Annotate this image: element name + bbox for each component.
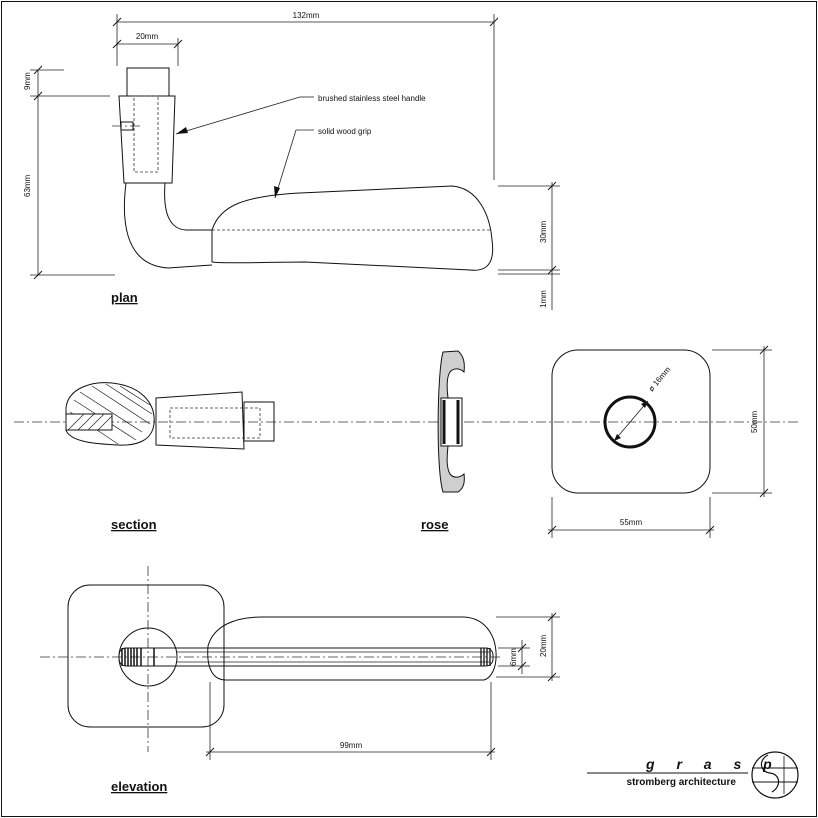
plan-spindle-cap <box>126 67 170 97</box>
dim-rose-width: 55mm <box>620 518 643 527</box>
section-steel-bar <box>65 413 113 431</box>
plan-spindle-hidden <box>133 95 159 173</box>
view-label-plan: plan <box>111 290 138 305</box>
rose-side-view: rose <box>421 350 465 532</box>
dim-rose-height: 50mm <box>750 410 759 433</box>
view-label-elevation: elevation <box>111 779 167 794</box>
elevation-rose-plate <box>67 584 225 728</box>
plan-collar <box>118 95 176 184</box>
dim-handle-height: 63mm <box>23 174 32 197</box>
title-block: g r a s p stromberg architecture <box>587 751 799 799</box>
dim-lever-thickness: 6mm <box>509 648 518 666</box>
grip-annotation: solid wood grip <box>318 127 372 136</box>
elevation-view: 99mm 6mm 20mm elevation <box>40 566 560 794</box>
rose-diameter-line <box>613 400 649 442</box>
view-label-rose: rose <box>421 517 448 532</box>
section-spindle-cap <box>243 401 275 442</box>
grip-leader-arrow <box>274 186 280 198</box>
elevation-lever-bar <box>118 647 494 667</box>
elevation-knurl-left <box>121 648 155 666</box>
plan-shank-inner <box>164 182 212 231</box>
dim-base-gap: 1mm <box>539 290 548 308</box>
handle-annotation: brushed stainless steel handle <box>318 94 426 103</box>
brand-name: g r a s p <box>645 756 781 772</box>
plan-view: brushed stainless steel handle solid woo… <box>23 11 560 310</box>
section-spindle-hidden <box>169 407 261 439</box>
dim-handle-width: 20mm <box>136 32 159 41</box>
dim-rose-diameter: ø 16mm <box>647 365 673 394</box>
view-label-section: section <box>111 517 157 532</box>
firm-logo <box>751 751 799 799</box>
section-view: section <box>14 382 800 532</box>
handle-leader-line <box>175 96 301 135</box>
rose-spindle-hole <box>603 395 657 449</box>
section-steel-hatch <box>67 413 113 431</box>
elevation-wood-grip <box>207 616 497 681</box>
plan-shank-outer <box>123 182 213 269</box>
dim-grip-depth: 30mm <box>539 220 548 243</box>
handle-leader-arrow <box>176 127 188 134</box>
plan-wood-grip <box>211 185 494 271</box>
dim-overall-length: 132mm <box>293 11 320 20</box>
section-collar <box>155 391 245 450</box>
rose-front-view: ø 16mm 50mm 55mm <box>547 345 772 538</box>
firm-name: stromberg architecture <box>627 777 737 788</box>
section-wood-grip <box>65 382 155 446</box>
rose-plate <box>551 349 711 494</box>
dim-top-offset: 9mm <box>23 72 32 90</box>
elevation-knurl-right <box>480 648 491 666</box>
grip-leader-line <box>274 129 297 199</box>
dim-lever-height: 20mm <box>539 634 548 657</box>
dim-grip-length: 99mm <box>340 741 363 750</box>
